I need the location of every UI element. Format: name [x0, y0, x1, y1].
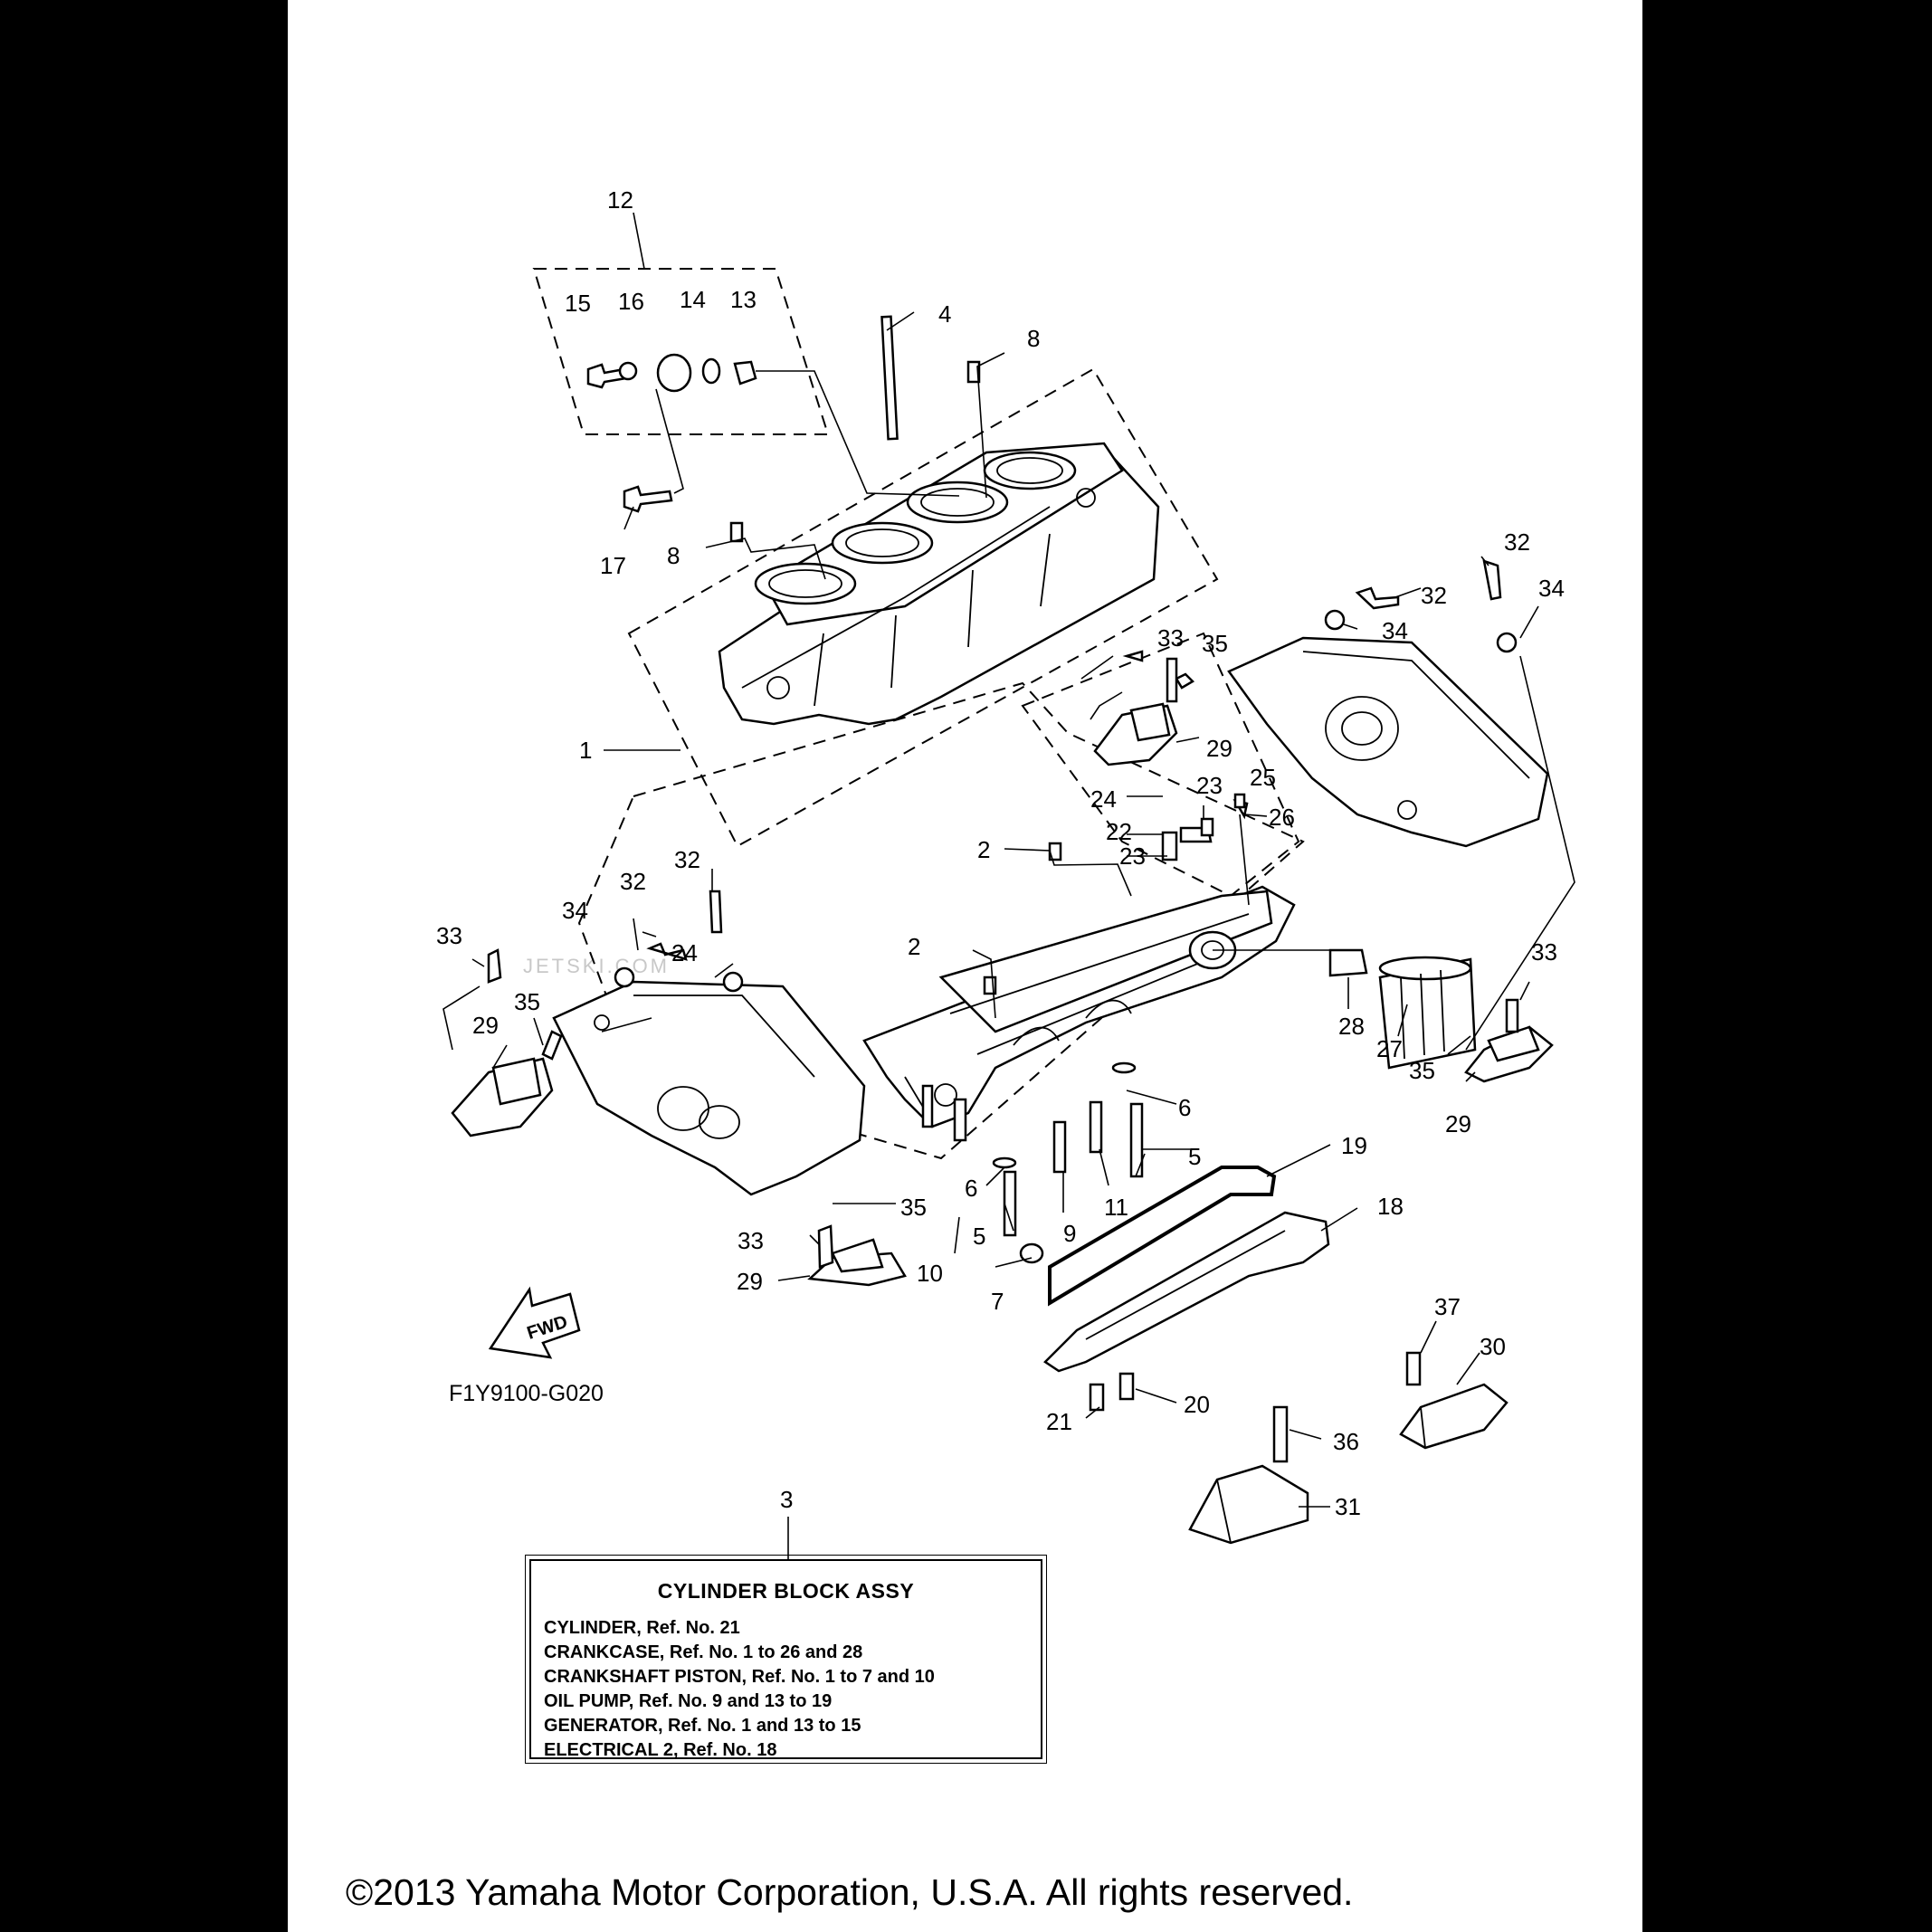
callout-4: 4: [938, 300, 951, 328]
callout-6: 6: [1178, 1094, 1191, 1121]
group-12-box: [532, 268, 830, 435]
callout-33: 33: [1157, 624, 1184, 652]
callout-1: 1: [579, 737, 592, 764]
info-box-title: CYLINDER BLOCK ASSY: [657, 1579, 915, 1603]
callout-18: 18: [1377, 1193, 1404, 1220]
callout-8: 8: [667, 542, 680, 569]
cylinder-block: [718, 442, 1160, 726]
callout-11: 11: [1104, 1194, 1128, 1221]
callout-10: 10: [917, 1260, 943, 1287]
small-parts: [487, 315, 1519, 1463]
callout-29: 29: [1445, 1110, 1471, 1137]
callout-32: 32: [1421, 582, 1447, 609]
callout-14: 14: [680, 286, 706, 313]
callout-29: 29: [737, 1268, 763, 1295]
callout-2: 2: [908, 933, 920, 960]
crankcase-group-box: [577, 681, 1305, 1160]
callout-27: 27: [1376, 1035, 1403, 1062]
callout-26: 26: [1269, 804, 1295, 831]
info-line: CRANKSHAFT PISTON, Ref. No. 1 to 7 and 1…: [544, 1667, 935, 1687]
oil-pan-gasket: [1048, 1166, 1277, 1307]
cylinder-group-box: [627, 367, 1219, 848]
callout-24: 24: [671, 939, 698, 966]
bracket-31: [1188, 1464, 1309, 1545]
callout-32: 32: [1504, 528, 1530, 556]
callout-21: 21: [1046, 1408, 1072, 1435]
callout-3: 3: [780, 1486, 793, 1513]
callout-6: 6: [965, 1175, 977, 1202]
callout-35: 35: [1202, 630, 1228, 657]
callout-12: 12: [607, 186, 633, 214]
callout-7: 7: [991, 1288, 1004, 1315]
lower-case-group-box: [1021, 632, 1300, 898]
info-line: CRANKCASE, Ref. No. 1 to 26 and 28: [544, 1642, 863, 1662]
leader-lines: [443, 212, 1575, 1559]
info-line: ELECTRICAL 2, Ref. No. 18: [544, 1740, 777, 1760]
callout-34: 34: [1538, 575, 1565, 602]
callout-33: 33: [436, 922, 462, 949]
callout-30: 30: [1480, 1333, 1506, 1360]
fwd-arrow-icon: FWD: [488, 1286, 581, 1359]
callout-36: 36: [1333, 1428, 1359, 1455]
engine-mount-right-front: [1093, 702, 1178, 766]
callout-28: 28: [1338, 1013, 1365, 1040]
callout-20: 20: [1184, 1391, 1210, 1418]
callout-33: 33: [1531, 938, 1557, 966]
callout-22: 22: [1106, 818, 1132, 845]
callout-29: 29: [1206, 735, 1232, 762]
callout-13: 13: [730, 286, 757, 313]
callout-34: 34: [562, 897, 588, 924]
callout-35: 35: [514, 988, 540, 1015]
callout-37: 37: [1434, 1293, 1461, 1320]
drawing-code: F1Y9100-G020: [449, 1381, 604, 1406]
callout-8: 8: [1027, 325, 1040, 352]
callout-24: 24: [1090, 785, 1117, 813]
left-case-cover: [552, 980, 866, 1196]
info-line: GENERATOR, Ref. No. 1 and 13 to 15: [544, 1716, 861, 1736]
crankcase: [862, 885, 1296, 1128]
callout-35: 35: [1409, 1057, 1435, 1084]
copyright-notice: ©2013 Yamaha Motor Corporation, U.S.A. A…: [346, 1871, 1354, 1913]
oil-filter: [1378, 956, 1477, 1070]
callout-33: 33: [738, 1227, 764, 1254]
callout-23: 23: [1119, 842, 1146, 870]
engine-mount-left-front: [451, 1057, 554, 1137]
callout-numbers: 1 2 2 3 4 5 5 6 6 7 8 8 9 10 11 12 13 14…: [436, 186, 1565, 1520]
oil-pan: [1043, 1211, 1330, 1373]
callout-5: 5: [973, 1223, 985, 1250]
callout-32: 32: [674, 846, 700, 873]
callout-16: 16: [618, 288, 644, 315]
assembly-info-box: CYLINDER BLOCK ASSY CYLINDER, Ref. No. 2…: [525, 1555, 1047, 1764]
callout-2: 2: [977, 836, 990, 863]
engine-mount-right-rear: [1464, 1025, 1554, 1083]
callout-5: 5: [1188, 1143, 1201, 1170]
callout-34: 34: [1382, 617, 1408, 644]
oil-filter-union-bolt: [1328, 948, 1368, 977]
callout-17: 17: [600, 552, 626, 579]
watermark: JETSKI.COM: [523, 955, 670, 977]
callout-32: 32: [620, 868, 646, 895]
callout-9: 9: [1063, 1220, 1076, 1247]
callout-15: 15: [565, 290, 591, 317]
info-line: CYLINDER, Ref. No. 21: [544, 1618, 740, 1638]
callout-31: 31: [1335, 1493, 1361, 1520]
callout-25: 25: [1250, 764, 1276, 791]
engine-mount-left-rear: [807, 1238, 907, 1287]
bracket-30: [1399, 1383, 1508, 1450]
right-case-cover: [1227, 636, 1549, 848]
callout-29: 29: [472, 1012, 499, 1039]
callout-35: 35: [900, 1194, 927, 1221]
info-line: OIL PUMP, Ref. No. 9 and 13 to 19: [544, 1691, 833, 1711]
callout-23: 23: [1196, 772, 1223, 799]
callout-19: 19: [1341, 1132, 1367, 1159]
